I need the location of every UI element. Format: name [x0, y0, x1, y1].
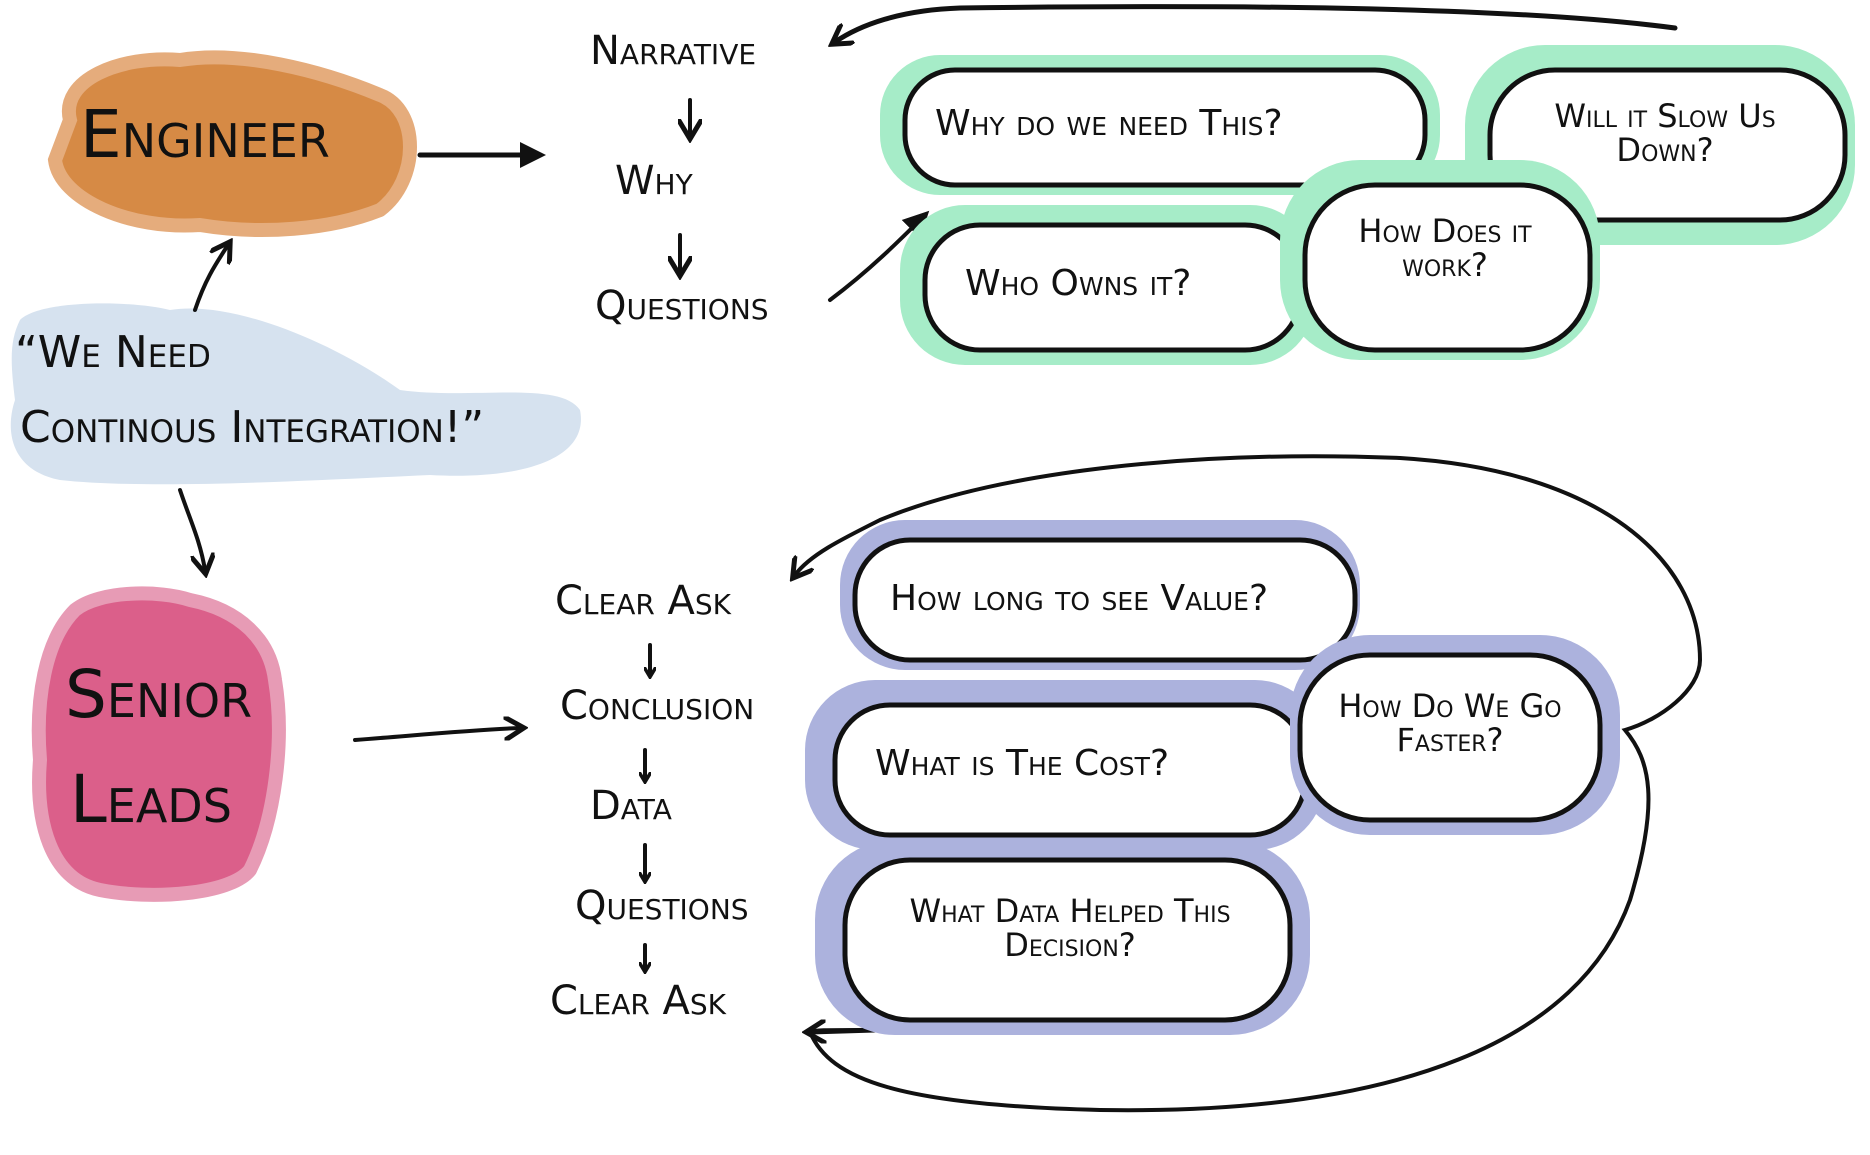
arrow-leads-to-clear-ask: [353, 728, 520, 742]
loop-arrow-top: [835, 4, 1678, 42]
cloud-what-data-helped: [815, 840, 1310, 1035]
cloud-what-is-cost: [805, 680, 1325, 850]
engineer-blob: [47, 50, 417, 237]
arrow-quote-to-engineer: [193, 245, 228, 312]
engineer-flow-step-narrative: Narrative: [590, 28, 757, 74]
arrow-quote-to-leads: [178, 488, 205, 570]
engineer-flow-step-why: Why: [615, 158, 693, 204]
question-how-does-it-work: How Does it work?: [1358, 212, 1532, 284]
engineer-label: Engineer: [80, 96, 330, 173]
leads-flow-step-clear-ask-final: Clear Ask: [550, 978, 727, 1024]
senior-leads-label-2: Leads: [70, 761, 232, 838]
leads-flow-step-clear-ask: Clear Ask: [555, 578, 732, 624]
senior-leads-blob: [31, 586, 286, 902]
cloud-who-owns-it: [900, 205, 1315, 365]
leads-flow-step-conclusion: Conclusion: [560, 683, 755, 729]
engineer-flow-step-questions: Questions: [595, 283, 769, 329]
question-how-long-value: How long to see Value?: [890, 578, 1269, 619]
quote-blob: [10, 303, 581, 485]
question-how-go-faster: How Do We Go Faster?: [1338, 687, 1562, 759]
question-will-it-slow-us: Will it Slow Us Down?: [1554, 97, 1776, 169]
question-who-owns-it: Who Owns it?: [965, 263, 1192, 304]
cloud-why-need-this: [880, 55, 1440, 195]
senior-leads-label-1: Senior: [65, 656, 253, 733]
leads-flow-step-data: Data: [590, 783, 672, 829]
cloud-how-go-faster: [1290, 635, 1620, 835]
arrow-into-final-clear-ask: [810, 1030, 878, 1032]
cloud-how-long-value: [840, 520, 1360, 670]
question-why-need-this: Why do we need This?: [935, 103, 1283, 144]
cloud-how-does-it-work: [1280, 160, 1600, 360]
quote-line-2: Continous Integration!”: [20, 402, 485, 453]
arrow-questions-to-clouds: [828, 210, 930, 302]
question-what-data-helped: What Data Helped This Decision?: [909, 892, 1231, 964]
quote-line-1: “We Need: [15, 327, 211, 378]
question-what-is-cost: What is The Cost?: [875, 743, 1170, 784]
leads-flow-step-questions: Questions: [575, 883, 749, 929]
